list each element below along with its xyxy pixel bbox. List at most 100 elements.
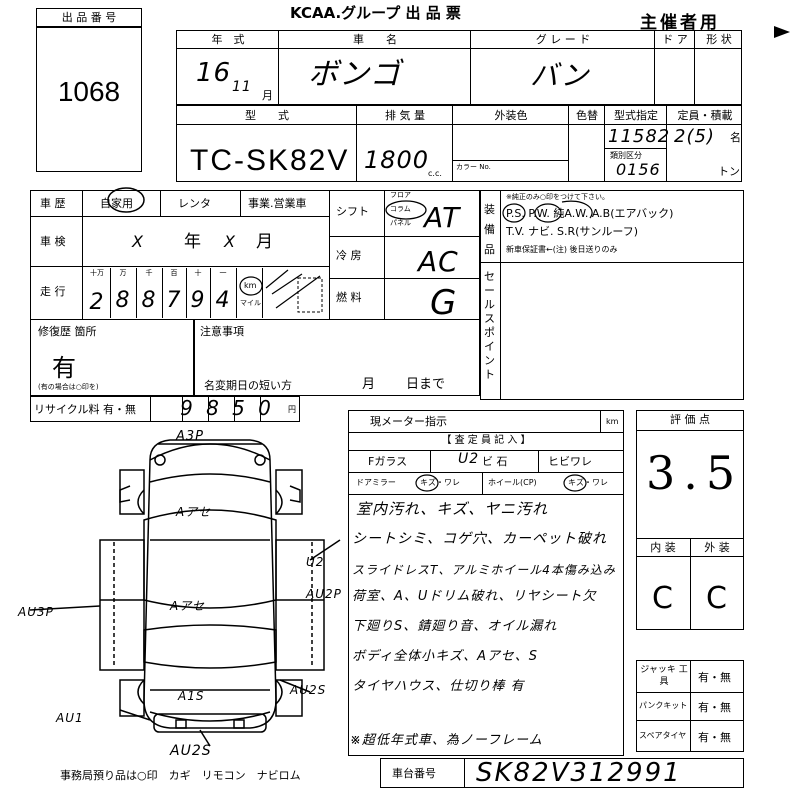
car-diagram bbox=[29, 439, 341, 747]
body-type-label: 形 状 bbox=[706, 33, 732, 46]
mileage-digit: 9 bbox=[190, 288, 206, 313]
meter-label: 現メーター指示 bbox=[370, 415, 447, 428]
tons-label: トン bbox=[718, 165, 740, 178]
diagram-note-right-top: U2 bbox=[306, 555, 325, 569]
type-designation-label: 型式指定 bbox=[614, 109, 658, 122]
shift-circle bbox=[385, 200, 427, 220]
repair-label: 修復歴 箇所 bbox=[38, 325, 97, 338]
crack-label: ヒビワレ bbox=[548, 455, 592, 468]
year-label: 年 式 bbox=[211, 33, 245, 46]
repair-section bbox=[30, 320, 194, 396]
equipment-line-3: 新車保証書←(注) 後日送りのみ bbox=[506, 245, 618, 254]
diagram-note-roof: Aアセ bbox=[170, 599, 205, 613]
shift-label: シフト bbox=[336, 205, 369, 218]
color-change-label: 色替 bbox=[576, 109, 598, 122]
model-label: 型 式 bbox=[245, 109, 289, 122]
puncture-kit-label: パンクキット bbox=[639, 701, 688, 710]
deadline-day: 日まで bbox=[406, 377, 446, 392]
recycle-label: リサイクル料 有・無 bbox=[34, 403, 136, 416]
diagram-note-right-low: AU2S bbox=[290, 683, 327, 697]
inspection-year-value: X bbox=[132, 232, 144, 251]
score-label: 評 価 点 bbox=[670, 413, 710, 426]
category-value: 0156 bbox=[616, 160, 661, 179]
spare-tire-label: スペアタイヤ bbox=[639, 731, 687, 740]
diagram-note-right: AU2P bbox=[306, 587, 342, 601]
meter-km: km bbox=[606, 417, 619, 426]
inspector-label: 【 査 定 員 記 入 】 bbox=[441, 435, 531, 446]
fuel-value: G bbox=[430, 283, 458, 323]
windshield-label: Fガラス bbox=[368, 455, 408, 468]
year-month-label: 月 bbox=[262, 89, 273, 102]
mileage-digit: 4 bbox=[215, 288, 231, 313]
digit-1-label: 一 bbox=[219, 269, 227, 277]
remark-line: 下廻りS、錆廻り音、オイル漏れ bbox=[352, 619, 558, 634]
miles-label: マイル bbox=[240, 299, 261, 307]
inspection-label: 車 検 bbox=[40, 235, 66, 248]
repair-value: 有 bbox=[52, 354, 76, 382]
diagram-note-rear: A1S bbox=[178, 689, 205, 703]
digit-1k-label: 千 bbox=[145, 269, 153, 277]
equipment-note: ※純正のみ○印をつけて下さい。 bbox=[506, 193, 609, 201]
remarks-section bbox=[348, 410, 624, 756]
mirror-circle bbox=[415, 474, 439, 492]
repair-note: (有の場合は○印を) bbox=[38, 383, 99, 391]
interior-value: C bbox=[652, 581, 674, 616]
year-value: 16 bbox=[196, 58, 232, 88]
ac-value: AC bbox=[418, 245, 459, 278]
shift-column: コラム bbox=[390, 205, 411, 213]
corner-mark bbox=[774, 26, 790, 38]
interior-label: 内 装 bbox=[650, 541, 676, 554]
deadline-label: 名変期日の短い方 bbox=[204, 379, 292, 392]
shift-floor: フロア bbox=[390, 191, 411, 199]
mileage-digit: 8 bbox=[141, 288, 157, 313]
car-name-label: 車 名 bbox=[353, 33, 397, 46]
grade-value: バン bbox=[530, 59, 590, 92]
chassis-section bbox=[380, 758, 744, 788]
lot-number-label: 出 品 番 号 bbox=[61, 11, 117, 24]
diagram-note-front-left: AU1 bbox=[56, 711, 84, 725]
notes-section bbox=[194, 320, 480, 396]
deadline-month: 月 bbox=[362, 377, 376, 392]
digit-10-label: 十 bbox=[194, 269, 202, 277]
doors-label: ド ア bbox=[662, 33, 688, 46]
car-name-value: ボンゴ bbox=[308, 57, 401, 92]
recycle-digit: 8 bbox=[206, 396, 220, 420]
history-rental: レンタ bbox=[178, 197, 211, 210]
shift-panel: パネル bbox=[390, 219, 411, 227]
remark-line: 室内汚れ、キズ、ヤニ汚れ bbox=[356, 500, 549, 518]
km-label: km bbox=[244, 281, 257, 290]
diagram-note-front-bottom: AU2S bbox=[170, 743, 212, 759]
mileage-digit: 8 bbox=[115, 288, 131, 313]
sales-point-label: セールスポイント bbox=[484, 270, 495, 381]
equipment-section bbox=[480, 190, 744, 400]
diagram-note-hood: Aアセ bbox=[176, 505, 211, 519]
fuel-label: 燃 料 bbox=[336, 291, 362, 304]
cc-label: c.c. bbox=[428, 169, 442, 178]
drivetrain-section bbox=[330, 190, 480, 320]
vehicle-info-grid bbox=[176, 30, 742, 182]
inspection-year-label: 年 bbox=[184, 232, 201, 252]
remark-line: 荷室、A、Uドリム破れ、リヤシート欠 bbox=[352, 589, 597, 604]
mirror-options: キズ・ワレ bbox=[420, 478, 460, 487]
remark-line: ※超低年式車、為ノーフレーム bbox=[350, 733, 543, 748]
notes-label: 注意事項 bbox=[200, 325, 244, 338]
diagram-note-left: AU3P bbox=[18, 605, 54, 619]
office-items-label: 事務局預り品は○印 カギ リモコン ナビロム bbox=[60, 769, 301, 782]
recycle-digit: 9 bbox=[180, 396, 194, 420]
history-business: 事業.営業車 bbox=[248, 197, 307, 210]
inspection-month-label: 月 bbox=[256, 232, 273, 252]
mileage-scribble bbox=[265, 269, 323, 313]
form-title: KCAA.グループ 出 品 票 bbox=[290, 4, 461, 22]
chip-label: ビ 石 bbox=[482, 455, 508, 468]
history-private: 自家用 bbox=[100, 197, 133, 210]
puncture-kit-yes-no: 有・無 bbox=[698, 701, 731, 714]
equipment-circles bbox=[502, 200, 593, 223]
remark-line: タイヤハウス、仕切り棒 有 bbox=[352, 679, 525, 694]
spare-tire-yes-no: 有・無 bbox=[698, 731, 731, 744]
displacement-value: 1800 bbox=[364, 146, 430, 174]
recycle-section bbox=[30, 396, 300, 422]
ac-label: 冷 房 bbox=[336, 249, 362, 262]
equipment-line-2: T.V. ナビ. S.R(サンルーフ) bbox=[506, 225, 639, 238]
mileage-digit: 2 bbox=[89, 290, 105, 315]
wheel-options: キズ・ワレ bbox=[568, 478, 608, 487]
